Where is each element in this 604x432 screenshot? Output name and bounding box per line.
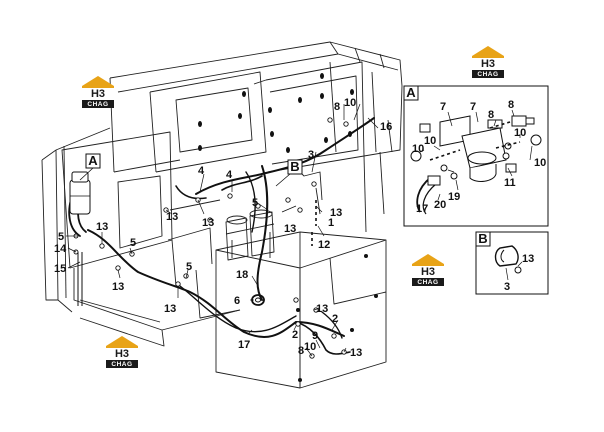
callout: 13 — [522, 253, 534, 265]
callout: 7 — [440, 101, 446, 113]
callout: 19 — [448, 191, 460, 203]
brand-logo: H3 CHAG — [412, 254, 444, 286]
callout: 7 — [470, 101, 476, 113]
svg-text:H3: H3 — [115, 348, 129, 360]
callout: 17 — [238, 339, 250, 351]
callout: 14 — [54, 243, 67, 255]
callout: 17 — [416, 203, 428, 215]
view-marker-a-label: A — [88, 153, 98, 168]
clamps — [73, 117, 349, 359]
callout: 10 — [344, 97, 356, 109]
callout: 15 — [54, 263, 66, 275]
callout: 13 — [350, 347, 362, 359]
fittings-a — [410, 115, 542, 186]
callout: 9 — [312, 330, 318, 342]
callout: 12 — [318, 239, 330, 251]
callout: 6 — [234, 295, 240, 307]
callout: 13 — [330, 207, 342, 219]
callout: 13 — [112, 281, 124, 293]
callout: 18 — [236, 269, 248, 281]
callout: 10 — [424, 135, 436, 147]
callout: 4 — [226, 169, 233, 181]
callout: 8 — [334, 101, 340, 113]
callout: 3 — [504, 281, 510, 293]
svg-text:CHAG: CHAG — [111, 361, 132, 368]
brand-logo: H3 CHAG — [472, 46, 504, 78]
callout: 13 — [316, 303, 328, 315]
callout: 13 — [96, 221, 108, 233]
callout: 5 — [186, 261, 192, 273]
svg-text:CHAG: CHAG — [417, 279, 438, 286]
callout: 1 — [328, 217, 334, 229]
callout: 8 — [508, 99, 514, 111]
callout: 20 — [434, 199, 446, 211]
center-line — [311, 200, 317, 246]
callout: 11 — [504, 177, 516, 189]
callout: 5 — [130, 237, 136, 249]
view-marker-a[interactable]: A — [79, 153, 101, 181]
callout: 8 — [488, 109, 494, 121]
callout: 4 — [198, 165, 205, 177]
detail-view-b: B 13 3 — [475, 231, 549, 295]
callout: 5 — [58, 231, 64, 243]
leader-lines — [66, 103, 379, 357]
view-marker-b-label: B — [290, 159, 299, 174]
fuel-hoses — [68, 117, 375, 355]
callout: 13 — [202, 217, 214, 229]
detail-a-label: A — [406, 85, 416, 100]
filter-head — [439, 115, 507, 182]
brand-logo: H3 CHAG — [106, 336, 138, 368]
callout: 2 — [292, 329, 298, 341]
callout: 16 — [380, 121, 392, 133]
callout: 2 — [332, 313, 338, 325]
callout: 10 — [304, 341, 316, 353]
svg-text:CHAG: CHAG — [87, 101, 108, 108]
view-marker-b[interactable]: B — [275, 159, 303, 187]
callout: 13 — [284, 223, 296, 235]
callout: 13 — [166, 211, 178, 223]
callout: 10 — [412, 143, 424, 155]
callout: 5 — [252, 197, 258, 209]
callout: 10 — [514, 127, 526, 139]
frame-holes — [198, 73, 378, 382]
detail-b-label: B — [478, 231, 487, 246]
detail-view-a: A — [403, 85, 549, 227]
svg-text:H3: H3 — [481, 58, 495, 70]
bracket-15 — [77, 252, 83, 306]
callout: 10 — [534, 157, 546, 169]
callout: 8 — [298, 345, 304, 357]
brand-logo: H3 CHAG — [82, 76, 114, 108]
svg-text:CHAG: CHAG — [477, 71, 498, 78]
main-callouts: 1 2 2 3 4 4 5 5 5 5 6 8 8 9 10 10 12 13 … — [54, 97, 392, 359]
callout: 13 — [164, 303, 176, 315]
callout: 3 — [308, 149, 314, 161]
svg-text:H3: H3 — [91, 88, 105, 100]
fuel-filter — [69, 171, 91, 215]
svg-text:H3: H3 — [421, 266, 435, 278]
